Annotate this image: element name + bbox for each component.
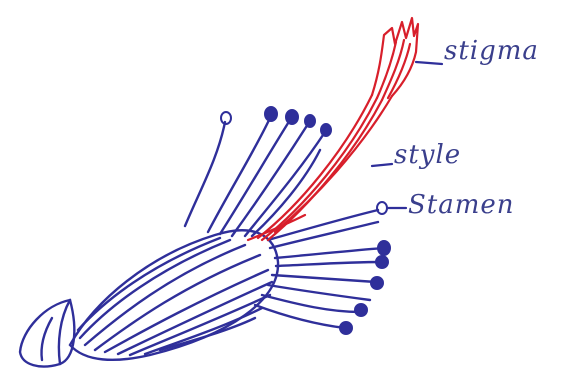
upper-anthers [221,107,331,136]
anther [378,241,390,255]
stamen-label: Stamen [408,190,515,220]
anther [286,110,298,124]
pedicel [20,300,74,367]
anther [355,304,367,316]
stamen-filament [272,275,376,282]
style-label: style [394,140,461,170]
anther [265,107,277,121]
anther [377,202,387,214]
anther [340,322,352,334]
lower-anthers [340,202,390,334]
anther [371,277,383,289]
ovary [70,230,278,360]
style-leader [372,164,392,166]
upper-stamens [185,118,325,236]
anther [305,115,315,127]
stigma [372,18,418,100]
stamen-filament [255,305,345,328]
anther [321,124,331,136]
stamen-filament [276,262,382,266]
stigma-label: stigma [444,36,539,66]
stigma-leader [416,62,442,64]
stamen-filament [268,285,370,300]
stamen-filament [220,120,290,234]
stamen-filament [275,248,384,258]
anther [376,256,388,268]
